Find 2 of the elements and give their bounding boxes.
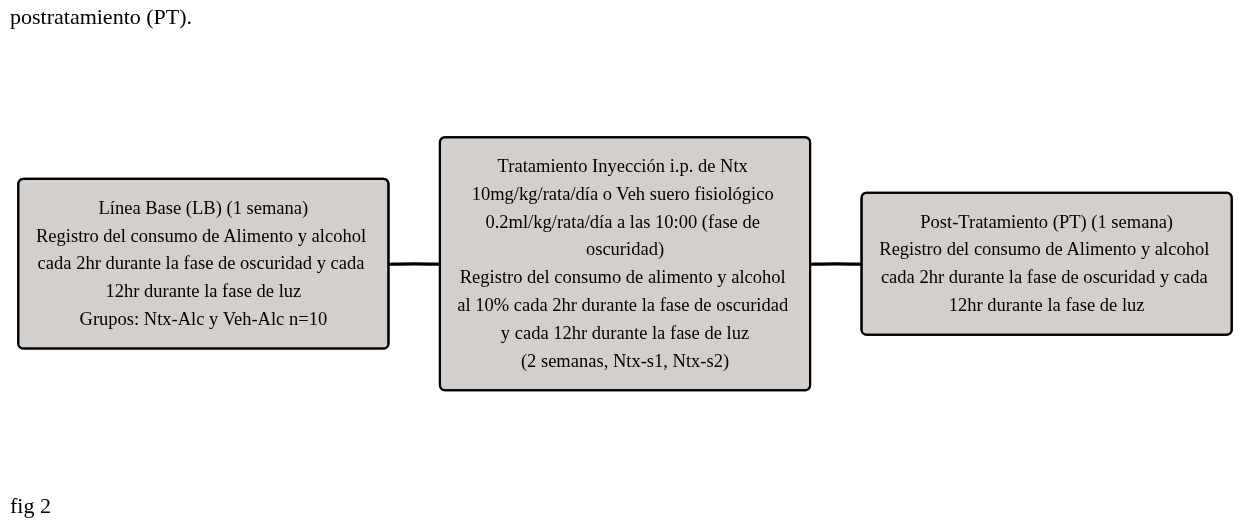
figure-caption: fig 2	[10, 493, 51, 519]
page-text-fragment: postratamiento (PT).	[10, 4, 193, 30]
